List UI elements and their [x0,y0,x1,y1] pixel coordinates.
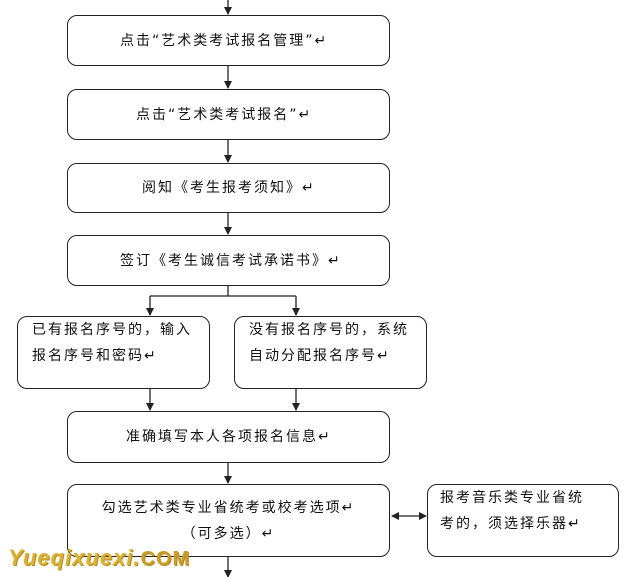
step-3-text: 阅知《考生报考须知》↵ [142,180,316,196]
step-sign-pledge: 签订《考生诚信考试承诺书》↵ [67,235,390,286]
site-watermark-logo: Yueqixuexi.COM [8,545,190,571]
step-fill-info: 准确填写本人各项报名信息↵ [67,411,390,463]
step-click-art-exam-management: 点击“艺术类考试报名管理”↵ [67,15,390,66]
branch-left-line-1: 已有报名序号的，输入 [32,322,192,338]
branch-right-line-2: 自动分配报名序号↵ [249,348,391,364]
side-line-2: 考的，须选择乐器↵ [440,516,582,532]
watermark-suffix: COM [140,548,191,570]
step-select-exam-options: 勾选艺术类专业省统考或校考选项↵ （可多选）↵ [67,484,390,557]
step-2-text: 点击“艺术类考试报名”↵ [136,106,313,123]
note-music-instrument: 报考音乐类专业省统 考的，须选择乐器↵ [427,484,619,557]
watermark-main: Yueqixuexi. [8,545,141,570]
side-line-1: 报考音乐类专业省统 [440,490,584,506]
step-click-art-exam-registration: 点击“艺术类考试报名”↵ [67,89,390,140]
step-6-line-2: （可多选）↵ [181,525,276,542]
branch-no-registration-number: 没有报名序号的，系统 自动分配报名序号↵ [234,316,427,389]
branch-right-line-1: 没有报名序号的，系统 [249,322,409,338]
step-read-notice: 阅知《考生报考须知》↵ [67,163,390,213]
branch-has-registration-number: 已有报名序号的，输入 报名序号和密码↵ [17,316,210,389]
step-5-text: 准确填写本人各项报名信息↵ [126,429,332,445]
step-1-text: 点击“艺术类考试报名管理”↵ [120,32,329,49]
branch-left-line-2: 报名序号和密码↵ [32,348,158,364]
step-4-text: 签订《考生诚信考试承诺书》↵ [120,252,342,269]
step-6-line-1: 勾选艺术类专业省统考或校考选项↵ [101,499,356,516]
